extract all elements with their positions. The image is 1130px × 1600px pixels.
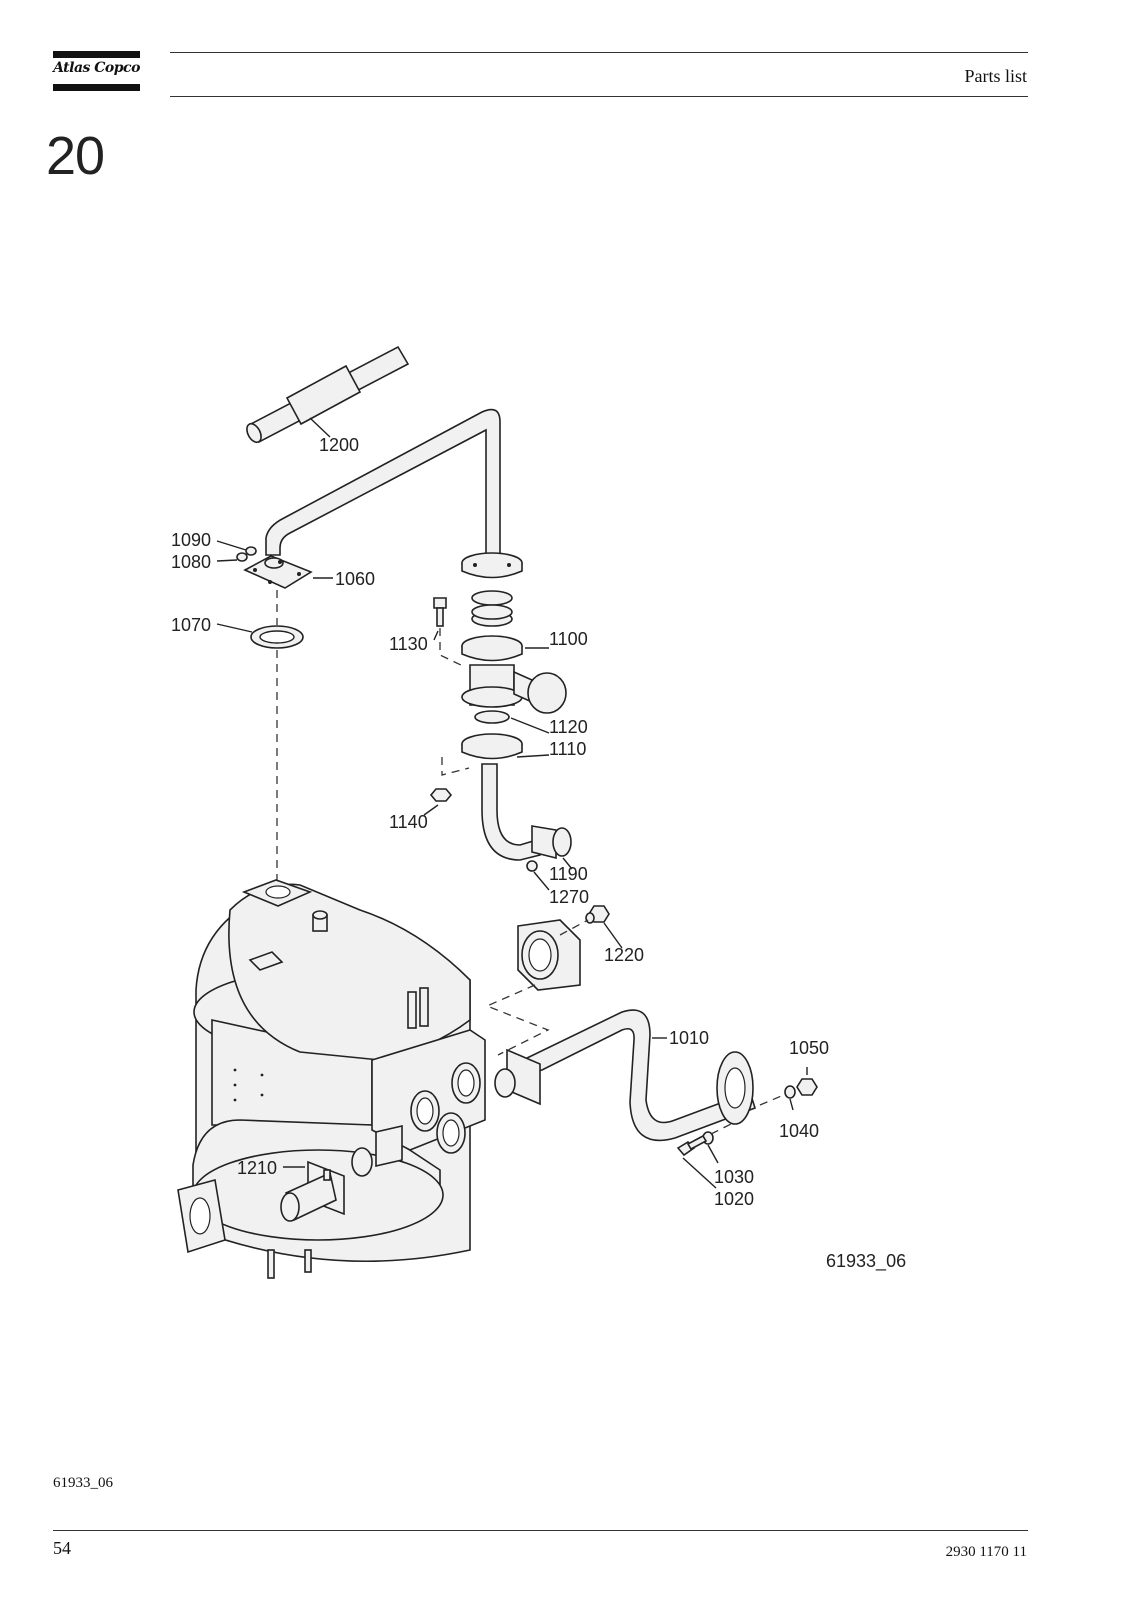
part-tank-housing [177,879,516,1279]
header-rule-top [170,52,1028,53]
callout-1080: 1080 [171,552,211,572]
callout-1190: 1190 [549,864,588,884]
part-1270 [526,860,538,872]
callout-1110: 1110 [549,739,586,759]
callout-1270: 1270 [549,887,589,907]
part-1020-bolt [676,1134,708,1157]
part-1120-gasket [474,710,510,724]
callout-1140: 1140 [389,812,428,832]
drawing-id-label: 61933_06 [826,1251,906,1272]
part-1140-nut [429,788,453,802]
callout-1130: 1130 [389,634,428,654]
part-1220-plug [585,905,610,924]
callout-1090: 1090 [171,530,211,550]
part-1210-elbow [280,1160,345,1222]
part-1090 [245,546,257,556]
figure-reference: 61933_06 [53,1475,113,1491]
upper-pipe-1060 [243,408,501,589]
callout-1010: 1010 [669,1028,709,1048]
header-rule-bottom [170,96,1028,97]
page-number: 54 [53,1538,71,1558]
callout-1050: 1050 [789,1038,829,1058]
section-number: 20 [46,126,105,186]
part-1010-pipe [506,1009,756,1142]
part-1050-nut [796,1078,818,1096]
callout-1220: 1220 [604,945,644,965]
footer-rule [53,1530,1028,1531]
callout-1020: 1020 [714,1189,754,1209]
callout-1030: 1030 [714,1167,754,1187]
document-number: 2930 1170 11 [945,1544,1027,1560]
brand-logo: Atlas Copco [53,60,140,76]
logo-top-bar [53,51,140,58]
page-header-title: Parts list [964,66,1027,86]
part-1100-valve [461,635,567,714]
callout-1120: 1120 [549,717,588,737]
part-1080 [236,552,248,562]
part-1070-gasket [250,625,304,649]
callout-1200: 1200 [319,435,359,455]
callout-1060: 1060 [335,569,375,589]
part-1200-pipe [246,345,410,444]
part-cover-plate [517,919,581,991]
part-flange-upper [461,552,523,579]
callout-1070: 1070 [171,615,211,635]
callout-1040: 1040 [779,1121,819,1141]
part-washer-stack [471,590,513,627]
part-1110-flange-pipe [461,733,572,861]
logo-bottom-bar [53,84,140,91]
callout-1210: 1210 [237,1158,277,1178]
callout-1100: 1100 [549,629,588,649]
part-1040-washer [784,1085,796,1099]
part-1130-bolt [433,597,447,627]
